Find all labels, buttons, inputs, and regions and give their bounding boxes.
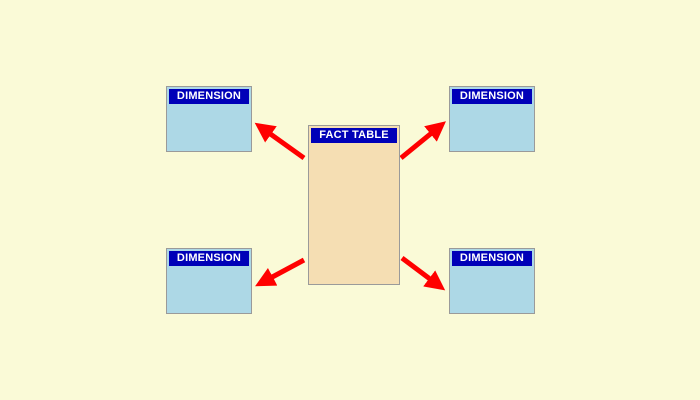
dimension-box-bottom-left: DIMENSION xyxy=(166,248,252,314)
dimension-header: DIMENSION xyxy=(169,89,249,104)
dimension-header: DIMENSION xyxy=(452,251,532,266)
dimension-box-bottom-right: DIMENSION xyxy=(449,248,535,314)
dimension-header: DIMENSION xyxy=(452,89,532,104)
arrow-to-top-left-dimension xyxy=(254,122,306,161)
dimension-header: DIMENSION xyxy=(169,251,249,266)
dimension-box-top-right: DIMENSION xyxy=(449,86,535,152)
fact-table-box: FACT TABLE xyxy=(308,125,400,285)
fact-table-header: FACT TABLE xyxy=(311,128,397,143)
arrow-to-top-right-dimension xyxy=(399,121,446,160)
dimension-box-top-left: DIMENSION xyxy=(166,86,252,152)
arrow-to-bottom-left-dimension xyxy=(255,257,306,287)
arrow-to-bottom-right-dimension xyxy=(400,256,446,291)
